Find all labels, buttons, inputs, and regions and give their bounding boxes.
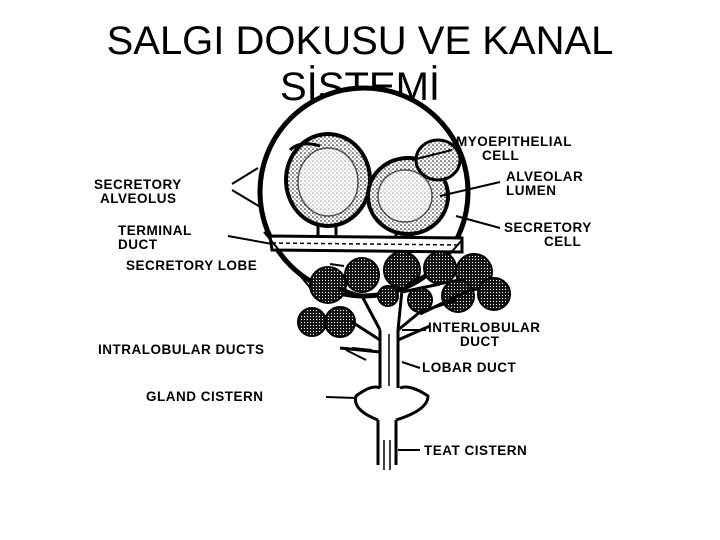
label-interlobular-duct-line-1: INTERLOBULAR [428,320,541,335]
label-secretory-alveolus-line-1: SECRETORY [94,177,182,192]
label-secretory-alveolus-line-2: ALVEOLUS [100,191,177,206]
label-intralobular-ducts: INTRALOBULAR DUCTS [98,342,265,357]
label-secretory-cell-line-1: SECRETORY [504,220,592,235]
label-secretory-lobe: SECRETORY LOBE [126,258,257,273]
label-terminal-duct-line-2: DUCT [118,237,158,252]
label-myoepithelial-line-2: CELL [482,148,519,163]
label-myoepithelial-line-1: MYOEPITHELIAL [456,134,572,149]
diagram-labels: MYOEPITHELIAL CELL SECRETORY ALVEOLUS AL… [94,134,592,458]
duct-tree [337,274,471,470]
slide-title-line-1: SALGI DOKUSU VE KANAL [106,19,614,63]
label-teat-cistern: TEAT CISTERN [424,443,527,458]
label-alveolar-lumen-line-2: LUMEN [506,183,557,198]
label-terminal-duct-line-1: TERMINAL [118,223,192,238]
label-alveolar-lumen-line-1: ALVEOLAR [506,169,583,184]
label-gland-cistern: GLAND CISTERN [146,389,264,404]
leader-lines [227,149,501,451]
label-lobar-duct: LOBAR DUCT [422,360,516,375]
label-secretory-cell-line-2: CELL [544,234,581,249]
gland-cistern-bulb [353,385,430,422]
label-interlobular-duct-line-2: DUCT [460,334,500,349]
secretory-lobe-clusters [297,251,511,338]
